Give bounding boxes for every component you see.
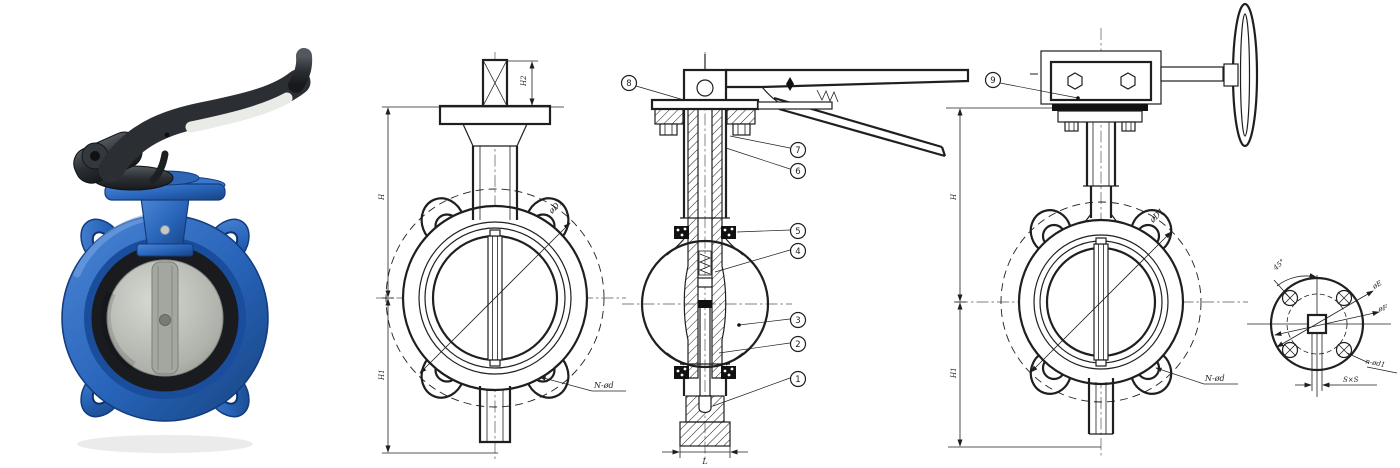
dim-stem-square-height: H2 (507, 60, 538, 106)
dim-face-to-face: L (662, 442, 748, 466)
neck-and-top-flange (438, 58, 552, 220)
disc-shading (100, 290, 136, 371)
callout-number: 5 (795, 227, 800, 237)
dim-label-nod1: n-ød1 (1365, 357, 1386, 369)
callouts: 8 7 6 5 4 3 2 1 (620, 74, 807, 407)
stem-internals (697, 250, 713, 400)
dim-label-h: H (378, 193, 386, 201)
valve-neck (140, 197, 190, 251)
dim-label-l: L (701, 457, 707, 466)
dim-lug-holes: N-ød (539, 376, 626, 392)
dim-label-h2: H2 (520, 75, 528, 87)
callout-gearbox: 9 (984, 71, 1080, 100)
bottom-stem (478, 386, 512, 444)
callout-number: 3 (795, 316, 800, 326)
disc-screw (159, 314, 171, 326)
dim-label-sxs: S×S (1343, 376, 1359, 384)
lever-grip (185, 92, 293, 133)
drawing-mounting-pad-detail: 45° øE øF n-ød1 S×S (1247, 258, 1398, 397)
bottom-gland (666, 352, 744, 447)
lever-hole (164, 132, 170, 138)
gearbox (1040, 50, 1224, 105)
hand-lever (98, 69, 311, 183)
dim-heights: H H1 (378, 106, 564, 454)
drawing-cross-section: L 8 7 6 5 4 3 2 1 (620, 52, 970, 466)
dim-label-nod: N-ød (593, 381, 614, 390)
dim-label-angle: 45° (1271, 258, 1286, 273)
dim-label-h1: H1 (378, 369, 386, 381)
callout-number: 6 (795, 167, 800, 177)
dim-dia-e: øE (1276, 279, 1383, 348)
drawing-front-view-gear: 9 (946, 2, 1259, 456)
mounting-plate (650, 98, 833, 136)
dim-square: S×S (1295, 376, 1377, 388)
handle-dome-hub (90, 151, 100, 161)
callout-number: 4 (795, 247, 800, 257)
dim-lug-holes: N-ød (1155, 367, 1238, 385)
handwheel (1223, 2, 1259, 148)
callout-number: 7 (795, 146, 800, 156)
callout-number: 8 (626, 79, 631, 89)
callout-number: 2 (795, 340, 800, 350)
dim-holes: n-ød1 (1346, 352, 1398, 374)
dim-label-e: øE (1370, 279, 1383, 291)
callout-number: 1 (795, 375, 800, 385)
dim-dia-f: øF (1274, 303, 1390, 337)
drawing-front-view-lever: H2 H H1 øD1 N-ød (376, 52, 626, 460)
dim-label-f: øF (1377, 303, 1390, 313)
dim-label-nod: N-ød (1204, 374, 1225, 383)
neck-pin (160, 225, 170, 235)
lever-tip (288, 48, 313, 93)
neck-step (136, 243, 194, 257)
dim-label-h: H (950, 193, 958, 201)
lock-trigger (149, 150, 169, 184)
photo-shadow (77, 435, 253, 453)
dim-heights: H H1 (948, 108, 1101, 448)
body-section-circle (640, 239, 770, 369)
product-photo-butterfly-valve (61, 48, 313, 453)
dim-label-h1: H1 (950, 367, 958, 379)
bottom-stem (1087, 378, 1115, 435)
callout-number: 9 (990, 76, 995, 86)
adapter-plate (946, 104, 1148, 132)
